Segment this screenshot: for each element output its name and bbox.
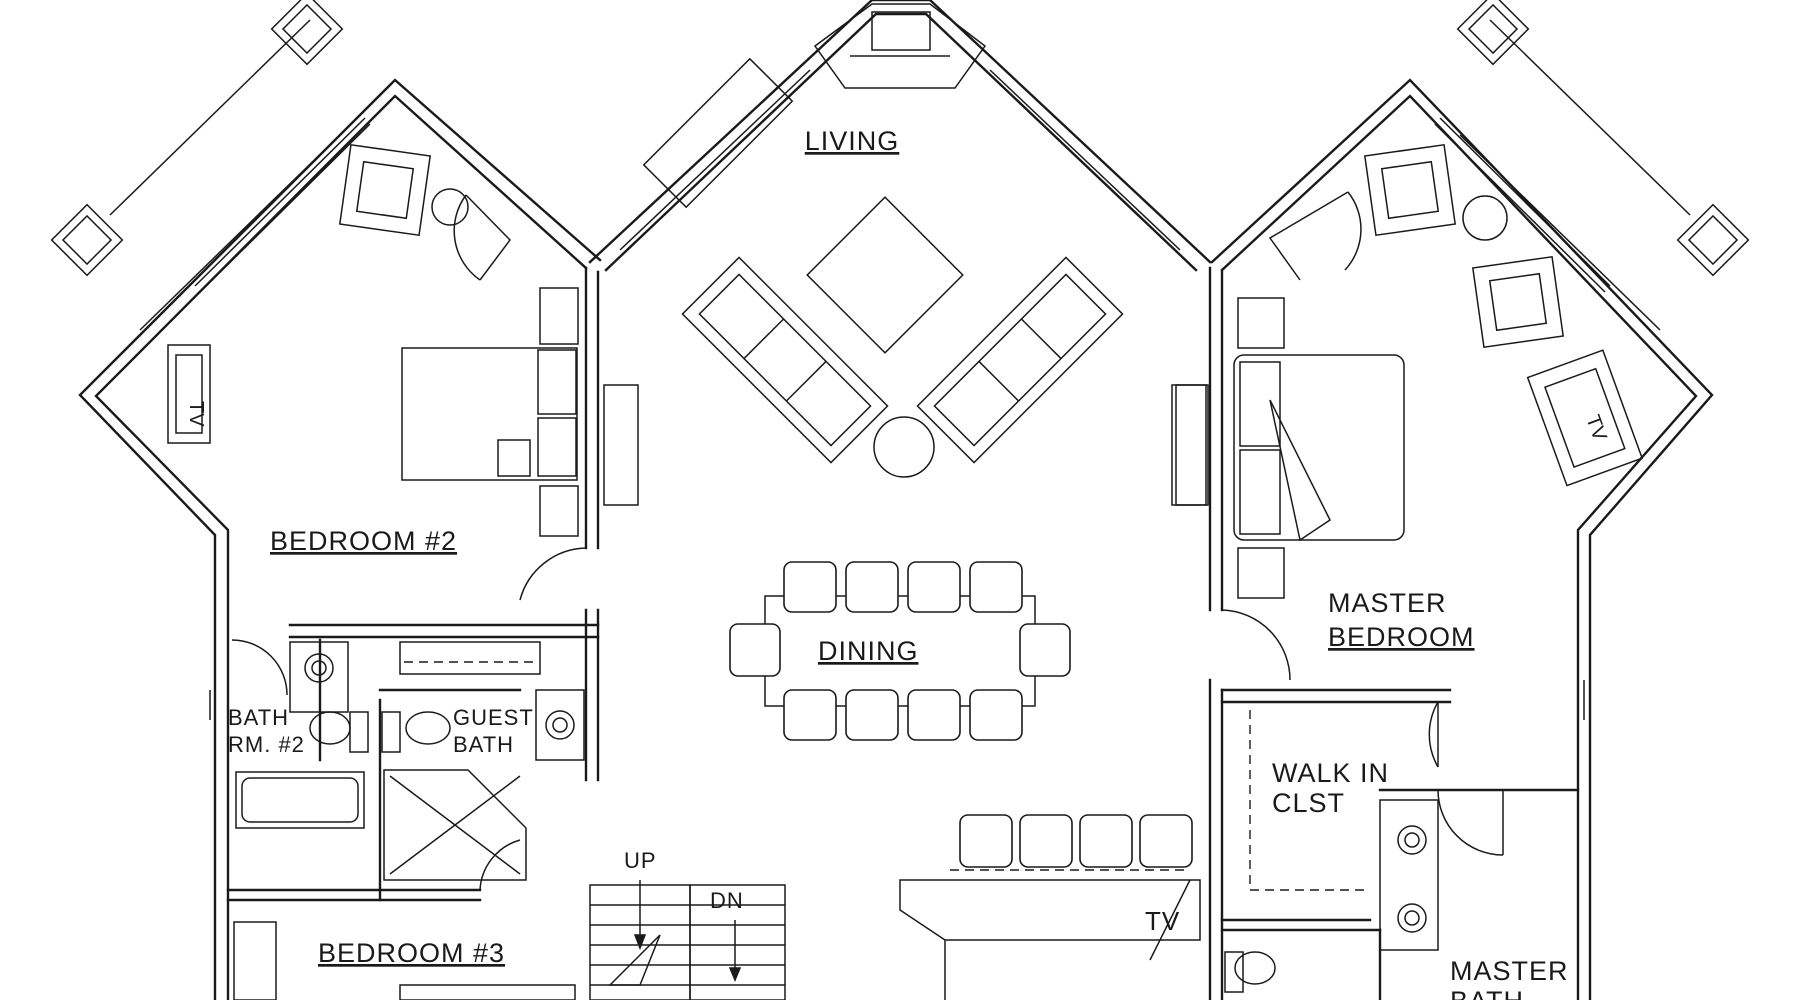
- interior-walls: [226, 266, 1580, 1000]
- label-guest-bath-line1: GUEST: [453, 705, 534, 730]
- vanity: [535, 689, 585, 761]
- exterior-walls: [78, 0, 1714, 1000]
- label-bath2-line2: RM. #2: [228, 732, 305, 757]
- label-master-bedroom-line2: BEDROOM: [1328, 622, 1475, 652]
- label-bedroom2: BEDROOM #2: [270, 526, 457, 556]
- label-guest-bath-line2: BATH: [453, 732, 514, 757]
- shower: [383, 769, 527, 881]
- label-master-bath-line2: BATH: [1450, 986, 1524, 1000]
- label-stairs-up: UP: [624, 848, 657, 873]
- windows: [194, 69, 1611, 720]
- dresser: [233, 921, 277, 1000]
- tv-label-bedroom2: TV: [185, 401, 207, 427]
- stairs: [589, 880, 786, 1000]
- label-walk-in-line1: WALK IN: [1272, 758, 1389, 788]
- living-furniture: [642, 57, 1207, 506]
- label-stairs-down: DN: [710, 888, 744, 913]
- armchair: [1471, 255, 1565, 349]
- label-master-bath-line1: MASTER: [1450, 956, 1569, 986]
- nightstand: [1237, 547, 1285, 599]
- dining-furniture: [729, 561, 1071, 741]
- media-console: [1171, 384, 1207, 506]
- armchair: [1363, 143, 1457, 237]
- side-table: [1462, 195, 1508, 241]
- tv-stand-master: [1526, 349, 1644, 487]
- tv-label-master: TV: [1581, 412, 1611, 444]
- label-living: LIVING: [805, 126, 900, 156]
- bed-bedroom2: [401, 347, 578, 481]
- label-master-bedroom-line1: MASTER: [1328, 588, 1447, 618]
- armchair: [338, 143, 432, 237]
- label-walk-in-line2: CLST: [1272, 788, 1345, 818]
- bedroom2-furniture: TV: [167, 143, 639, 601]
- label-kitchen-tv: TV: [1145, 906, 1180, 936]
- nightstand: [539, 287, 579, 345]
- dining-chairs: [729, 561, 1071, 741]
- dresser: [603, 384, 639, 506]
- label-bedroom3: BEDROOM #3: [318, 938, 505, 968]
- bathtub: [235, 771, 365, 829]
- bed-master: [1233, 354, 1405, 541]
- master-furniture: TV: [1175, 143, 1644, 681]
- side-table: [431, 188, 469, 226]
- room-labels: LIVING BEDROOM #2 DINING MASTER BEDROOM …: [228, 126, 1569, 1000]
- fireplace: [813, 3, 987, 89]
- bed-bedroom3: [399, 984, 576, 1000]
- nightstand: [539, 485, 579, 537]
- coffee-table: [806, 196, 964, 354]
- label-dining: DINING: [818, 636, 919, 666]
- label-bath2-line1: BATH: [228, 705, 289, 730]
- double-vanity: [1379, 799, 1439, 951]
- sofa-left: [681, 256, 889, 464]
- end-table: [873, 416, 935, 478]
- counter: [399, 641, 541, 675]
- tv-stand-bedroom2: [167, 344, 211, 444]
- nightstand: [1237, 297, 1285, 349]
- deck-left: [50, 0, 344, 331]
- dresser: [1175, 384, 1209, 506]
- vanity: [289, 641, 349, 713]
- deck-right: [1456, 0, 1750, 331]
- toilet: [405, 711, 451, 745]
- toilet: [309, 711, 351, 745]
- window-seat: [642, 57, 794, 209]
- sofa-right: [916, 256, 1124, 464]
- kitchen-bar: [899, 814, 1201, 1000]
- toilet: [1234, 951, 1276, 985]
- baths: [231, 639, 1504, 1000]
